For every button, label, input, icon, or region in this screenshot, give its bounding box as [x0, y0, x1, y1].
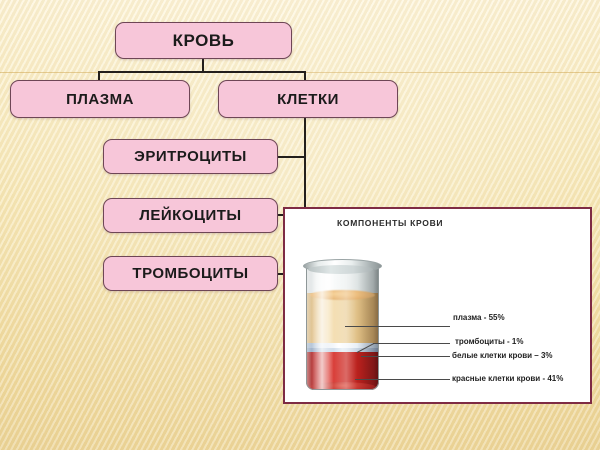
callout-plasma-label: плазма - 55%: [453, 313, 505, 322]
node-erythrocytes-label: ЭРИТРОЦИТЫ: [134, 148, 247, 165]
blood-components-figure: КОМПОНЕНТЫ КРОВИ п: [283, 207, 592, 404]
connector-kletki-stem: [304, 71, 306, 81]
node-plazma-label: ПЛАЗМА: [66, 90, 134, 108]
leader-line-rbc: [355, 379, 450, 380]
node-erythrocytes[interactable]: ЭРИТРОЦИТЫ: [103, 139, 278, 174]
beaker-rim-inner: [308, 265, 373, 274]
leader-line-platelets: [373, 343, 450, 344]
callout-platelets-label: тромбоциты - 1%: [455, 337, 524, 346]
beaker-rim: [303, 259, 382, 274]
node-kletki[interactable]: КЛЕТКИ: [218, 80, 398, 118]
connector-bus: [98, 71, 306, 73]
callout-platelets: тромбоциты - 1%: [455, 337, 523, 346]
figure-title: КОМПОНЕНТЫ КРОВИ: [337, 218, 444, 228]
layer-plasma: [306, 293, 379, 343]
beaker-body: [306, 265, 379, 390]
leader-line-plasma: [345, 326, 450, 327]
node-kletki-label: КЛЕТКИ: [277, 90, 339, 108]
node-plazma[interactable]: ПЛАЗМА: [10, 80, 190, 118]
node-leukocytes-label: ЛЕЙКОЦИТЫ: [139, 207, 242, 224]
node-leukocytes[interactable]: ЛЕЙКОЦИТЫ: [103, 198, 278, 233]
layer-red-cells: [306, 352, 379, 390]
callout-rbc-label: красные клетки крови - 41%: [452, 374, 564, 383]
connector-kletki-trunk: [304, 118, 306, 275]
node-thrombocytes[interactable]: ТРОМБОЦИТЫ: [103, 256, 278, 291]
connector-plazma-stem: [98, 71, 100, 81]
callout-wbc: белые клетки крови – 3%: [452, 351, 553, 360]
connector-krov-stem: [202, 59, 204, 72]
node-krov[interactable]: КРОВЬ: [115, 22, 292, 59]
callout-wbc-label: белые клетки крови – 3%: [452, 351, 553, 360]
leader-line-wbc: [361, 356, 450, 357]
node-krov-label: КРОВЬ: [172, 30, 235, 50]
node-thrombocytes-label: ТРОМБОЦИТЫ: [132, 265, 249, 282]
callout-plasma: плазма - 55%: [453, 313, 505, 322]
plasma-surface: [310, 290, 375, 300]
beaker-illustration: [303, 257, 382, 392]
callout-rbc: красные клетки крови - 41%: [452, 374, 563, 383]
red-cells-bottom: [308, 382, 377, 390]
connector-erit-branch: [278, 156, 306, 158]
